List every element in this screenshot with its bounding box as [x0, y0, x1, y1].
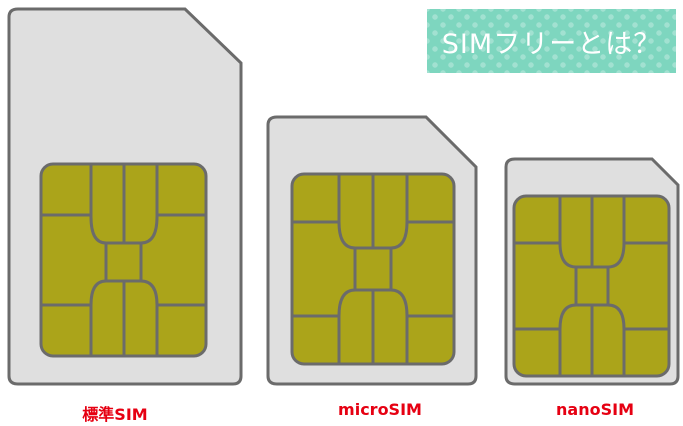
micro-sim-label: microSIM	[338, 400, 422, 419]
standard-sim-card	[7, 7, 243, 386]
micro-sim-chip	[290, 172, 456, 366]
nano-sim-card	[504, 157, 680, 386]
standard-sim-label: 標準SIM	[82, 405, 148, 424]
micro-sim-card	[266, 115, 478, 386]
title-badge: SIMフリーとは？	[427, 9, 676, 73]
nano-sim-chip	[512, 194, 671, 378]
standard-sim-chip	[39, 162, 208, 358]
title-text: SIMフリーとは？	[441, 28, 662, 60]
nano-sim-label: nanoSIM	[556, 400, 634, 419]
